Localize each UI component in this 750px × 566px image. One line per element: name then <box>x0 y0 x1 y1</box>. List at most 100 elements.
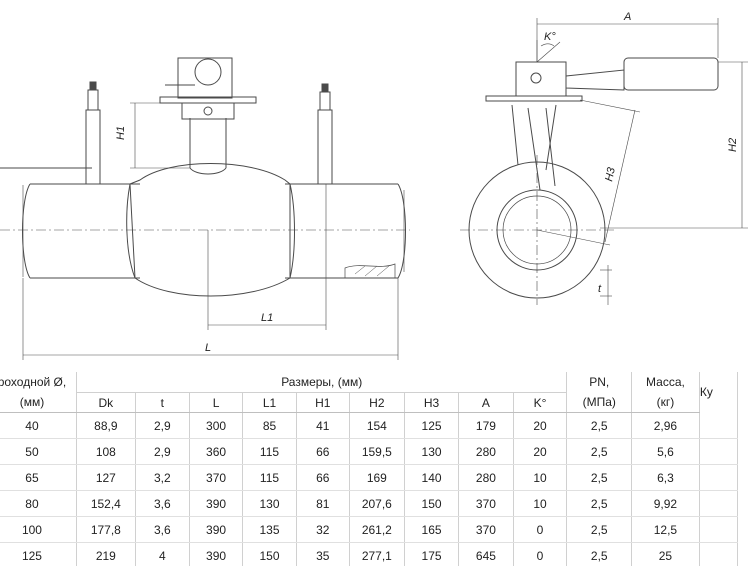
stem <box>189 118 227 168</box>
subheader-a: A <box>458 392 514 413</box>
subheader-dk: Dk <box>76 392 136 413</box>
table-cell: 35 <box>296 542 350 566</box>
table-cell: 125 <box>0 542 77 566</box>
label-t: t <box>598 283 602 295</box>
table-cell: 108 <box>76 438 136 465</box>
table-cell: 370 <box>458 490 514 517</box>
table-cell: 130 <box>242 490 297 517</box>
table-cell: 645 <box>458 542 514 566</box>
right-pipe <box>285 183 398 279</box>
table-cell: 3,6 <box>135 516 190 543</box>
table-cell: 32 <box>296 516 350 543</box>
table-cell: 152,4 <box>76 490 136 517</box>
table-cell: 20 <box>513 438 568 465</box>
header-diameter-unit: (мм) <box>0 392 77 413</box>
label-h1: H1 <box>115 126 127 140</box>
table-cell: 165 <box>404 516 460 543</box>
table-cell: 390 <box>189 542 244 566</box>
table-cell: 175 <box>404 542 460 566</box>
subheader-h2: H2 <box>349 392 405 413</box>
left-vent <box>85 109 101 185</box>
table-cell: 2,5 <box>566 438 633 465</box>
table-cell: 219 <box>76 542 136 566</box>
table-cell-extra <box>699 490 739 517</box>
table-cell: 390 <box>189 516 244 543</box>
table-cell: 2,5 <box>566 542 633 566</box>
left-pipe <box>30 183 140 279</box>
table-cell: 41 <box>296 412 350 439</box>
table-cell: 5,6 <box>631 438 700 465</box>
valve-body <box>129 163 291 297</box>
subheader-h3: H3 <box>404 392 460 413</box>
table-cell: 9,92 <box>631 490 700 517</box>
table-cell: 135 <box>242 516 297 543</box>
table-cell: 2,5 <box>566 490 633 517</box>
table-cell: 277,1 <box>349 542 405 566</box>
table-cell: 66 <box>296 464 350 491</box>
table-cell: 154 <box>349 412 405 439</box>
table-cell: 6,3 <box>631 464 700 491</box>
label-l1: L1 <box>261 312 273 324</box>
table-cell: 2,96 <box>631 412 700 439</box>
handle-shaft <box>565 69 625 91</box>
spec-table-area: роходной Ø, Размеры, (мм) PN, Масса, Ку … <box>0 372 750 566</box>
table-cell: 50 <box>0 438 77 465</box>
side-plate <box>485 95 583 102</box>
table-cell: 100 <box>0 516 77 543</box>
table-cell: 25 <box>631 542 700 566</box>
handle-grip <box>623 57 719 91</box>
table-cell: 10 <box>513 464 568 491</box>
table-cell: 3,2 <box>135 464 190 491</box>
subheader-l: L <box>189 392 244 413</box>
subheader-k: K° <box>513 392 568 413</box>
table-cell: 12,5 <box>631 516 700 543</box>
table-cell-extra <box>699 438 739 465</box>
table-cell-extra <box>699 464 739 491</box>
table-cell: 140 <box>404 464 460 491</box>
table-cell: 2,5 <box>566 516 633 543</box>
table-cell: 127 <box>76 464 136 491</box>
table-cell: 150 <box>242 542 297 566</box>
table-cell: 207,6 <box>349 490 405 517</box>
table-cell: 2,9 <box>135 412 190 439</box>
header-extra: Ку <box>699 372 739 413</box>
table-cell: 3,6 <box>135 490 190 517</box>
table-cell: 4 <box>135 542 190 566</box>
table-cell: 261,2 <box>349 516 405 543</box>
table-cell-extra <box>699 412 739 439</box>
table-cell: 0 <box>513 516 568 543</box>
table-cell: 177,8 <box>76 516 136 543</box>
header-pn: PN, <box>566 372 633 393</box>
table-cell: 390 <box>189 490 244 517</box>
table-cell: 80 <box>0 490 77 517</box>
table-cell: 370 <box>458 516 514 543</box>
table-cell: 2,5 <box>566 412 633 439</box>
table-cell: 40 <box>0 412 77 439</box>
table-cell: 360 <box>189 438 244 465</box>
table-cell: 370 <box>189 464 244 491</box>
subheader-l1: L1 <box>242 392 297 413</box>
label-h2: H2 <box>727 138 739 152</box>
table-cell: 280 <box>458 464 514 491</box>
table-cell: 300 <box>189 412 244 439</box>
right-vent <box>317 109 333 185</box>
table-cell-extra <box>699 542 739 566</box>
label-a: A <box>623 11 631 23</box>
label-k: K° <box>544 31 556 43</box>
table-cell: 66 <box>296 438 350 465</box>
table-cell: 88,9 <box>76 412 136 439</box>
subheader-h1: H1 <box>296 392 350 413</box>
label-l: L <box>205 342 211 354</box>
table-cell: 85 <box>242 412 297 439</box>
side-neck <box>511 104 557 171</box>
header-dimensions: Размеры, (мм) <box>76 372 568 393</box>
table-cell: 2,9 <box>135 438 190 465</box>
table-cell: 65 <box>0 464 77 491</box>
label-h3: H3 <box>603 166 618 183</box>
header-pn-unit: (МПа) <box>566 392 633 413</box>
table-cell: 20 <box>513 412 568 439</box>
table-cell: 2,5 <box>566 464 633 491</box>
